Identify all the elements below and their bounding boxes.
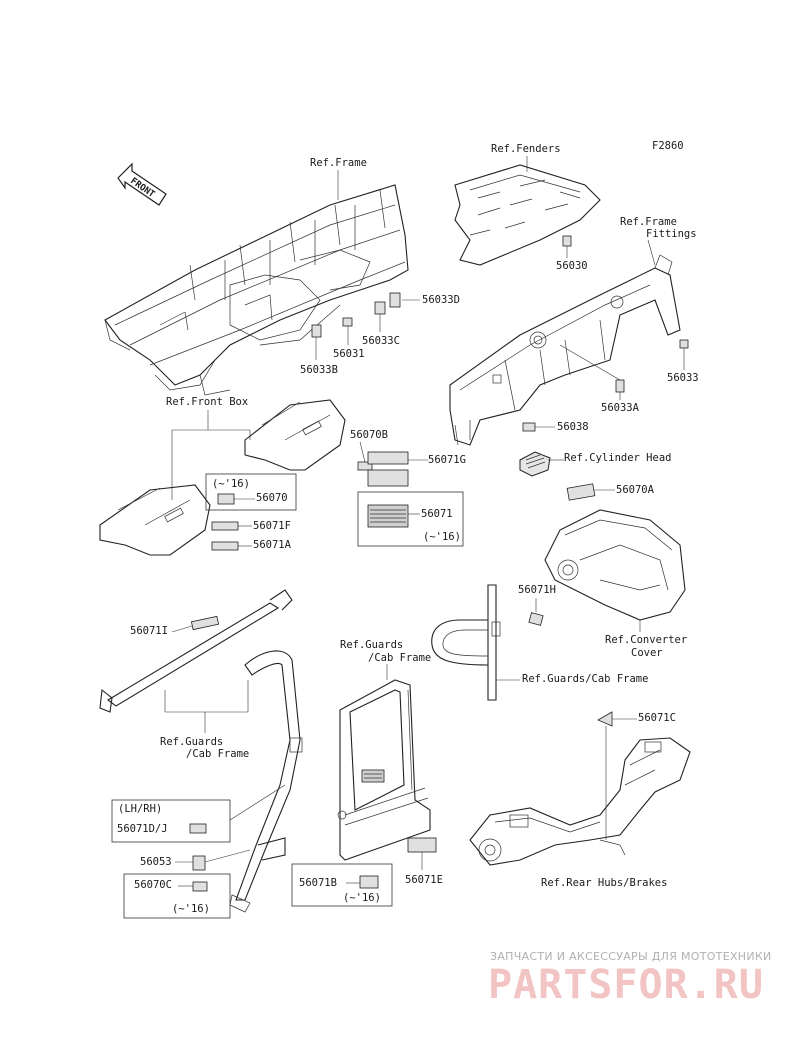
front-direction-icon: FRONT: [117, 162, 167, 206]
guard-bar-upper: [99, 589, 293, 713]
watermark-brand[interactable]: PARTSFOR.RU: [488, 962, 764, 1008]
decal-56070A: [566, 483, 596, 501]
ref-frame-fittings-label-1: Ref.Frame: [620, 216, 677, 228]
part-56033A[interactable]: 56033A: [601, 402, 640, 414]
frame-assembly: [104, 184, 409, 396]
part-56033D[interactable]: 56033D: [422, 294, 460, 306]
decal-56033D: [389, 292, 401, 308]
part-56071E[interactable]: 56071E: [405, 874, 443, 886]
cab-post-left: [229, 650, 303, 913]
part-56071DJ[interactable]: 56071D/J: [117, 823, 168, 835]
cylinder-head-part: [519, 451, 551, 477]
callout-box-56070C: [123, 873, 231, 919]
part-56071G[interactable]: 56071G: [428, 454, 466, 466]
decal-56071H: [528, 612, 544, 626]
decal-56071F: [211, 521, 239, 531]
decal-56071G-a: [367, 451, 409, 465]
decal-56071DJ: [189, 823, 207, 834]
decal-56030: [562, 235, 572, 247]
decal-56071I: [190, 615, 220, 631]
front-box-upper: [244, 399, 346, 471]
part-56033C[interactable]: 56033C: [362, 335, 400, 347]
part-56070B[interactable]: 56070B: [350, 429, 388, 441]
part-56031[interactable]: 56031: [333, 348, 365, 360]
part-56071F[interactable]: 56071F: [253, 520, 291, 532]
ref-guards-left-label-2: /Cab Frame: [186, 748, 249, 760]
decal-56031: [342, 317, 353, 327]
part-56071C[interactable]: 56071C: [638, 712, 676, 724]
decal-56071C: [597, 711, 613, 727]
decal-56033C: [374, 301, 386, 315]
qualifier-upto16-56070: (~'16): [212, 478, 250, 490]
qualifier-upto16-56071: (~'16): [423, 531, 461, 543]
part-56053[interactable]: 56053: [140, 856, 172, 868]
fender-assembly: [454, 164, 601, 266]
ref-converter-cover-label-2: Cover: [631, 647, 663, 659]
ref-converter-cover-label-1: Ref.Converter: [605, 634, 687, 646]
decal-56071-lines: [367, 504, 409, 528]
ref-guards-cab-right-label: Ref.Guards/Cab Frame: [522, 673, 648, 685]
callout-box-lhrh: [111, 799, 231, 843]
guard-door-panel: [337, 679, 431, 861]
part-56038[interactable]: 56038: [557, 421, 589, 433]
part-56071I[interactable]: 56071I: [130, 625, 168, 637]
decal-56071A: [211, 541, 239, 551]
ref-cylinder-head-label: Ref.Cylinder Head: [564, 452, 671, 464]
ref-rear-hubs-label: Ref.Rear Hubs/Brakes: [541, 877, 667, 889]
part-56070C[interactable]: 56070C: [134, 879, 172, 891]
watermark-tagline: ЗАПЧАСТИ И АКСЕССУАРЫ ДЛЯ МОТОТЕХНИКИ: [490, 950, 772, 963]
part-56071B[interactable]: 56071B: [299, 877, 337, 889]
ref-front-box-label: Ref.Front Box: [166, 396, 248, 408]
ref-frame-label: Ref.Frame: [310, 157, 367, 169]
callout-box-56070: [205, 473, 297, 511]
part-56030[interactable]: 56030: [556, 260, 588, 272]
decal-56070: [217, 493, 235, 505]
decal-56071E: [407, 837, 437, 853]
ref-frame-fittings-label-2: Fittings: [646, 228, 697, 240]
decal-56071G-b: [367, 469, 409, 487]
part-56071[interactable]: 56071: [421, 508, 453, 520]
part-56070[interactable]: 56070: [256, 492, 288, 504]
ref-guards-center-label-2: /Cab Frame: [368, 652, 431, 664]
decal-56033B: [311, 324, 322, 338]
qualifier-lhrh: (LH/RH): [118, 803, 162, 815]
front-box-lower: [99, 484, 211, 556]
converter-cover-part: [544, 509, 686, 621]
callout-box-56071B: [291, 863, 393, 907]
part-56071A[interactable]: 56071A: [253, 539, 292, 551]
callout-box-56071: [357, 491, 464, 547]
part-56070A[interactable]: 56070A: [616, 484, 655, 496]
qualifier-upto16-56070C: (~'16): [172, 903, 210, 915]
rear-hub-assembly: [469, 737, 691, 866]
part-56033[interactable]: 56033: [667, 372, 699, 384]
decal-56070C: [192, 881, 208, 892]
part-56033B[interactable]: 56033B: [300, 364, 338, 376]
ref-guards-left-label-1: Ref.Guards: [160, 736, 223, 748]
frame-fittings-assembly: [449, 254, 681, 446]
ref-guards-center-label-1: Ref.Guards: [340, 639, 403, 651]
decal-56038: [522, 422, 536, 432]
cab-frame-right: [431, 584, 501, 701]
decal-56033: [679, 339, 689, 349]
qualifier-upto16-56071B: (~'16): [343, 892, 381, 904]
decal-56033A: [615, 379, 625, 393]
decal-56071B: [359, 875, 379, 889]
figure-id: F2860: [652, 140, 684, 152]
decal-56053: [192, 855, 206, 871]
part-56071H[interactable]: 56071H: [518, 584, 556, 596]
ref-fenders-label: Ref.Fenders: [491, 143, 561, 155]
